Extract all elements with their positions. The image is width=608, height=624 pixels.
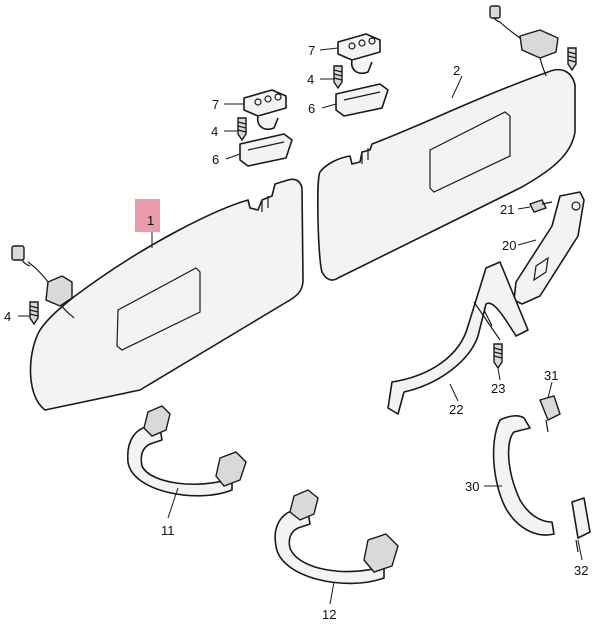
grab-handle-22[interactable] — [387, 261, 529, 415]
grab-handle-12[interactable] — [274, 489, 399, 585]
callout-4-middle: 4 — [211, 124, 218, 139]
callout-32: 32 — [574, 563, 588, 578]
callout-23: 23 — [491, 381, 505, 396]
callout-7-upper: 7 — [308, 43, 315, 58]
cap-lower — [239, 133, 293, 167]
right-visor-hinge — [489, 5, 559, 77]
callout-31: 31 — [544, 368, 558, 383]
screw-middle — [237, 117, 247, 142]
screw-upper — [333, 65, 343, 90]
right-sun-visor[interactable] — [317, 68, 576, 281]
callout-12: 12 — [322, 607, 336, 622]
callout-7-lower: 7 — [212, 97, 219, 112]
left-sun-visor[interactable] — [29, 178, 304, 411]
grab-handle-30[interactable] — [492, 415, 555, 536]
bracket-20 — [513, 191, 585, 305]
screw-23 — [493, 343, 503, 370]
cap-upper — [335, 83, 389, 117]
visor-retainer-clip-lower — [243, 89, 287, 131]
callout-4-left: 4 — [4, 309, 11, 324]
callout-11: 11 — [161, 523, 175, 538]
right-visor-screw — [567, 47, 577, 72]
bolt-21 — [529, 199, 553, 213]
callout-1: 1 — [147, 213, 154, 228]
callout-20: 20 — [502, 238, 516, 253]
callout-6-upper: 6 — [308, 101, 315, 116]
callout-21: 21 — [500, 202, 514, 217]
left-visor-hinge — [11, 245, 75, 319]
callout-4-upper: 4 — [307, 72, 314, 87]
grab-handle-11[interactable] — [126, 405, 247, 497]
callout-22: 22 — [449, 402, 463, 417]
callout-2: 2 — [453, 63, 460, 78]
clip-31 — [539, 395, 561, 433]
callout-6-lower: 6 — [212, 152, 219, 167]
left-visor-screw — [29, 301, 39, 326]
visor-retainer-clip-upper — [337, 33, 381, 75]
highlight-box — [135, 199, 160, 232]
cover-32 — [571, 497, 591, 553]
callout-30: 30 — [465, 479, 479, 494]
